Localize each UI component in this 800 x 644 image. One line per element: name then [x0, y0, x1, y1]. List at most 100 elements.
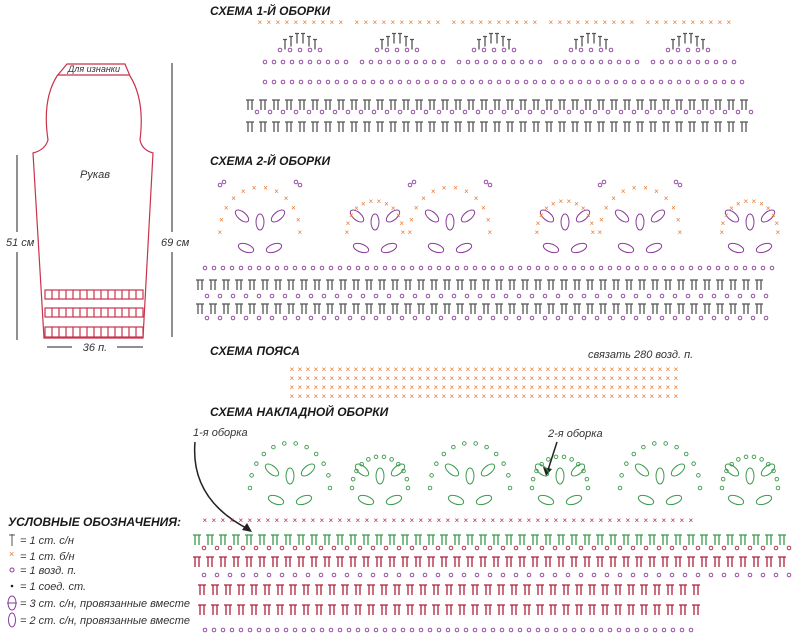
single-crochet-mark: × — [274, 187, 279, 196]
double-crochet-mark — [744, 99, 748, 110]
double-crochet-mark — [421, 303, 425, 314]
chain-mark — [786, 545, 792, 551]
single-crochet-mark: × — [378, 392, 383, 401]
double-crochet-mark — [393, 584, 397, 595]
double-crochet-mark — [197, 556, 201, 567]
single-crochet-mark: × — [474, 194, 479, 203]
double-crochet-mark — [313, 279, 317, 290]
double-crochet-mark — [662, 99, 666, 110]
double-crochet-mark — [441, 121, 445, 132]
chain-mark — [256, 265, 262, 271]
single-crochet-mark: × — [354, 383, 359, 392]
single-crochet-mark: × — [617, 516, 622, 525]
single-crochet-icon: × — [9, 549, 14, 559]
double-crochet-mark — [280, 604, 284, 615]
single-crochet-mark: × — [285, 18, 290, 27]
double-crochet-mark — [349, 534, 353, 545]
title-ruffle-2: СХЕМА 2-Й ОБОРКИ — [210, 152, 331, 168]
double-crochet-mark — [549, 584, 553, 595]
single-crochet-mark: × — [474, 374, 479, 383]
double-crochet-mark — [276, 121, 280, 132]
double-crochet-mark — [499, 279, 503, 290]
double-crochet-mark — [726, 556, 730, 567]
single-crochet-mark: × — [490, 392, 495, 401]
double-crochet-mark — [432, 584, 436, 595]
double-crochet-mark — [453, 556, 457, 567]
chain-mark — [448, 572, 454, 578]
double-crochet-mark — [729, 303, 733, 314]
chain-mark — [424, 79, 430, 85]
double-crochet-mark — [206, 534, 210, 545]
chain-mark — [712, 79, 718, 85]
double-crochet-mark — [610, 99, 614, 110]
single-crochet-mark: × — [589, 219, 594, 228]
chain-mark — [559, 79, 565, 85]
single-crochet-mark: × — [298, 228, 303, 237]
double-crochet-mark — [687, 556, 691, 567]
double-crochet-mark — [193, 556, 197, 567]
chain-mark — [305, 572, 311, 578]
chain-mark — [280, 59, 286, 65]
dc-together-mark — [354, 463, 370, 477]
single-crochet-mark: × — [666, 392, 671, 401]
chain-mark — [667, 79, 673, 85]
chain-mark — [514, 109, 520, 115]
dc-together-mark — [255, 213, 265, 231]
single-crochet-mark: × — [284, 194, 289, 203]
double-crochet-mark — [497, 604, 501, 615]
chain-mark — [400, 627, 406, 633]
double-crochet-mark — [514, 604, 518, 615]
chain-mark — [514, 79, 520, 85]
chain-mark — [500, 545, 506, 551]
double-crochet-mark — [362, 534, 366, 545]
single-crochet-mark: × — [458, 365, 463, 374]
chain-mark — [683, 109, 689, 115]
single-crochet-mark: × — [653, 516, 658, 525]
single-crochet-mark: × — [258, 18, 263, 27]
single-crochet-mark: × — [394, 383, 399, 392]
arrow-head-2 — [543, 467, 552, 476]
chain-mark — [542, 293, 548, 299]
double-crochet-mark — [323, 556, 327, 567]
double-crochet-mark — [731, 99, 735, 110]
dc-together-mark — [465, 467, 475, 485]
double-crochet-mark — [742, 279, 746, 290]
double-crochet-mark — [574, 534, 578, 545]
chain-mark — [578, 545, 584, 551]
dc-together-mark — [755, 242, 773, 254]
double-crochet-mark — [571, 121, 575, 132]
chain-mark — [695, 545, 701, 551]
single-crochet-mark: × — [482, 374, 487, 383]
chain-mark — [588, 47, 594, 53]
single-crochet-mark: × — [578, 365, 583, 374]
double-crochet-mark — [769, 556, 773, 567]
double-crochet-mark — [692, 604, 696, 615]
double-crochet-mark — [428, 99, 432, 110]
single-crochet-mark: × — [586, 392, 591, 401]
chain-mark — [464, 315, 470, 321]
chain-mark — [310, 627, 316, 633]
double-crochet-mark — [605, 584, 609, 595]
double-crochet-mark — [501, 604, 505, 615]
single-crochet-mark: × — [378, 374, 383, 383]
single-crochet-mark: × — [554, 383, 559, 392]
chain-mark — [544, 627, 550, 633]
double-crochet-mark — [417, 303, 421, 314]
chain-mark — [722, 59, 728, 65]
chain-mark — [465, 59, 471, 65]
single-crochet-mark: × — [458, 383, 463, 392]
chain-mark — [734, 545, 740, 551]
double-crochet-mark — [341, 121, 345, 132]
single-crochet-mark: × — [394, 365, 399, 374]
chain-mark — [686, 59, 692, 65]
double-crochet-mark — [640, 604, 644, 615]
double-crochet-mark — [327, 556, 331, 567]
double-crochet-mark — [678, 556, 682, 567]
double-crochet-mark — [408, 303, 412, 314]
chain-mark — [240, 572, 246, 578]
chain-mark — [462, 441, 467, 446]
chain-mark — [553, 454, 559, 460]
double-crochet-mark — [418, 556, 422, 567]
single-crochet-mark: × — [224, 204, 229, 213]
single-crochet-mark: × — [354, 374, 359, 383]
